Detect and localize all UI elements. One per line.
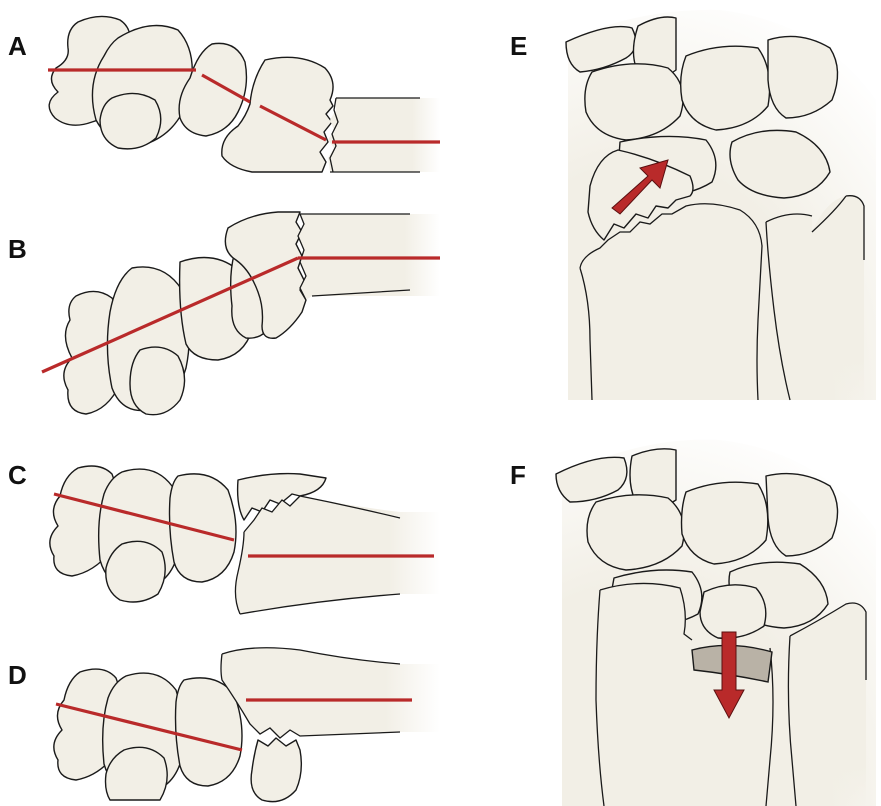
panel-f-ulna (788, 603, 867, 806)
panel-f-die-punch-fracture (556, 440, 876, 806)
panel-c-displaced-dorsal-fragment (50, 466, 440, 614)
panel-c-carpal-bone-4 (170, 474, 237, 582)
panel-c-carpal-bone-3 (106, 541, 165, 602)
panel-e-carpal-lunate (681, 46, 770, 130)
panel-b-dorsal-angulation (42, 212, 440, 415)
panel-d-volar-displacement (54, 648, 440, 802)
panel-f-lunate-facet (700, 585, 766, 638)
panel-a-carpal-bone-3 (100, 93, 161, 148)
panel-d-radius-shaft (222, 648, 440, 738)
panel-e-radial-styloid-fracture (566, 10, 876, 400)
panel-b-carpal-bone-3 (130, 347, 185, 415)
panel-a-radius-shaft (328, 98, 440, 172)
panel-e-ulna (766, 196, 864, 400)
panel-a-lateral-normal-alignment (48, 16, 440, 172)
panel-d-volar-fragment (251, 738, 301, 802)
